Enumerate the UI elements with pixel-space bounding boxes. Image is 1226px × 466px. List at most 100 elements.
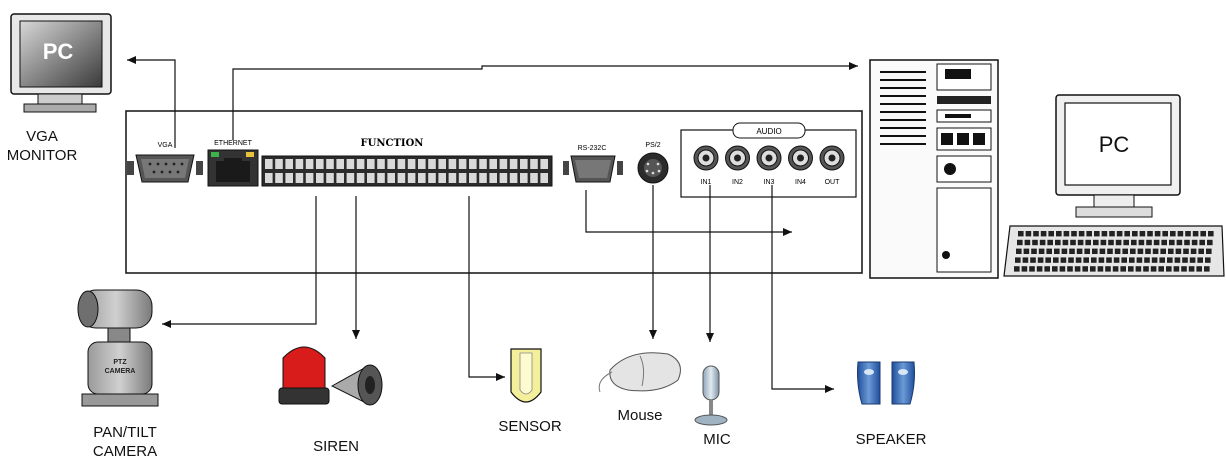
terminal-screw [509,159,518,169]
keyboard-key [1053,257,1059,263]
keyboard-key [1113,257,1120,263]
keyboard-key [1105,266,1111,272]
keyboard-key [1025,231,1032,237]
terminal-screw [540,173,548,183]
keyboard-key [1055,239,1061,246]
keyboard-key [1175,248,1182,254]
audio-jack-label: OUT [825,179,841,186]
terminal-screw [499,173,508,183]
pan-tilt-camera-label-line1: PAN/TILT [93,424,157,441]
sensor-device [510,348,542,403]
keyboard-key [1014,266,1020,272]
keyboard-key [1091,257,1097,263]
keyboard-key [1022,257,1029,263]
terminal-screw [336,159,344,169]
keyboard-key [1106,257,1112,263]
terminal-screw [428,173,436,183]
ethernet-port-label: ETHERNET [214,140,252,147]
keyboard-key [1099,248,1106,254]
keyboard-key [1122,248,1128,254]
terminal-screw [530,173,538,183]
vga-port-label: VGA [158,142,173,149]
keyboard-key [1109,231,1115,237]
terminal-screw [469,159,477,169]
keyboard-key [1207,239,1213,246]
keyboard-key [1198,248,1204,254]
siren-label: SIREN [313,438,359,455]
terminal-screw [265,173,273,183]
line-audio-out-to-speaker [771,185,834,393]
keyboard-key [1029,266,1035,272]
terminal-screw [387,159,395,169]
keyboard-key [1152,248,1159,254]
keyboard-key [1166,266,1172,272]
terminal-screw [469,173,477,183]
keyboard-key [1071,231,1077,237]
terminal-screw [540,159,548,169]
terminal-screw [336,173,344,183]
terminal-screw [479,159,487,169]
keyboard-key [1077,239,1084,246]
keyboard-key [1168,248,1174,254]
pc-monitor: PC [1055,94,1181,218]
keyboard-key [1147,231,1153,237]
line-ethernet-to-pc [232,62,858,140]
keyboard-key [1063,231,1070,237]
keyboard-key [1059,266,1066,272]
vga-monitor-label-line1: VGA [26,128,58,145]
keyboard-key [1044,266,1050,272]
vga-monitor-label-line2: MONITOR [6,147,78,164]
terminal-screw [448,159,457,169]
keyboard-key [1093,239,1099,246]
keyboard-key [1098,257,1105,263]
terminal-screw [275,159,283,169]
keyboard-key [1070,239,1076,246]
keyboard-key [1145,248,1151,254]
keyboard-key [1085,239,1091,246]
mouse-label: Mouse [617,407,663,424]
audio-jack-label: IN4 [795,179,806,186]
keyboard-key [1169,239,1175,246]
keyboard-key [1139,231,1146,237]
pc-tower [869,59,999,279]
keyboard-key [1032,239,1038,246]
keyboard-key [1108,239,1114,246]
keyboard-key [1036,266,1043,272]
terminal-screw [326,173,334,183]
keyboard-key [1200,231,1206,237]
keyboard-key [1052,266,1058,272]
microphone-device [694,365,728,426]
terminal-screw [418,159,426,169]
keyboard-key [1192,231,1199,237]
speaker-device [857,361,915,405]
keyboard-key [1144,257,1150,263]
keyboard-key [1190,248,1197,254]
terminal-screw [448,173,457,183]
function-terminal-block: FUNCTION [261,138,553,187]
keyboard-key [1046,248,1052,254]
keyboard-key [1153,239,1160,246]
terminal-screw [407,173,416,183]
keyboard-key [1061,248,1068,254]
keyboard-key [1056,231,1062,237]
keyboard-key [1112,266,1119,272]
line-vga-to-monitor [127,56,176,148]
terminal-screw [479,173,487,183]
line-function-to-sensor [468,196,505,381]
keyboard-key [1167,257,1173,263]
terminal-screw [489,173,497,183]
keyboard-key [1038,248,1045,254]
keyboard-key [1197,257,1203,263]
line-rs232-to-pc [585,190,792,236]
vga-port: VGA [127,142,203,183]
terminal-screw [367,159,375,169]
keyboard-key [1124,231,1130,237]
keyboard-key [1084,248,1090,254]
pan-tilt-camera-label: PAN/TILT CAMERA [80,423,170,461]
keyboard-key [1131,239,1137,246]
terminal-screw [397,159,406,169]
keyboard-key [1123,239,1129,246]
speaker-label: SPEAKER [855,431,927,448]
keyboard-key [1174,257,1181,263]
